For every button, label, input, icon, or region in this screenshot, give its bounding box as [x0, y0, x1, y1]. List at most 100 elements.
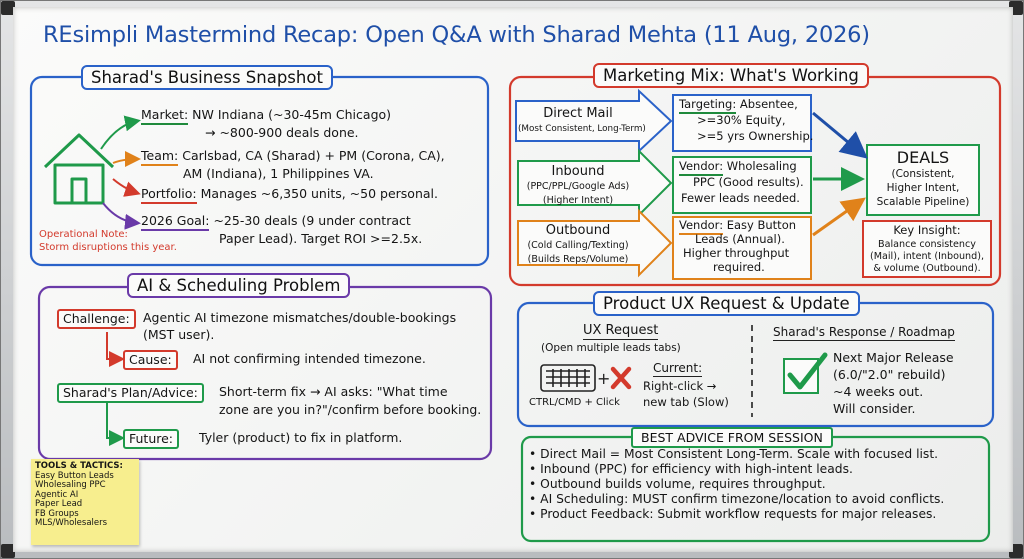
outbound-title: Outbound: [545, 223, 611, 238]
vendor2-value: Easy Button: [726, 218, 797, 232]
plan-value-2: zone are you in?"/confirm before booking…: [219, 402, 482, 417]
direct-mail-subtitle: (Most Consistent, Long-Term): [518, 124, 646, 134]
x-mark-icon: [610, 366, 632, 390]
vendor2-value-4: required.: [713, 260, 765, 274]
tools-item: Wholesaling PPC: [35, 480, 106, 491]
advice-item: • AI Scheduling: MUST confirm timezone/l…: [529, 492, 945, 506]
current-label: Current:: [653, 361, 703, 377]
advice-item: • Outbound builds volume, requires throu…: [529, 477, 826, 491]
current-value: Right-click →: [643, 379, 717, 393]
vendor1-line: Vendor: Wholesaling: [679, 159, 797, 176]
cause-label: Cause:: [123, 350, 178, 370]
market-line: Market: NW Indiana (~30-45m Chicago): [141, 107, 392, 125]
deals-title: DEALS: [896, 148, 950, 167]
challenge-value-2: (MST user).: [143, 327, 215, 342]
snapshot-heading: Sharad's Business Snapshot: [81, 65, 333, 90]
keyboard-caption: CTRL/CMD + Click: [529, 397, 620, 408]
tools-item: Paper Lead: [35, 499, 83, 510]
advice-item: • Inbound (PPC) for efficiency with high…: [529, 462, 853, 476]
advice-list: • Direct Mail = Most Consistent Long-Ter…: [529, 447, 944, 522]
cause-value: AI not confirming intended timezone.: [193, 351, 426, 366]
goal-key: 2026 Goal:: [141, 213, 210, 231]
deals-subtitle-2: Higher Intent,: [886, 182, 960, 194]
portfolio-line: Portfolio: Manages ~6,350 units, ~50 per…: [141, 186, 438, 204]
team-line: Team: Carlsbad, CA (Sharad) + PM (Corona…: [141, 148, 445, 166]
frame-corner: [1, 544, 15, 558]
direct-mail-title: Direct Mail: [543, 106, 613, 121]
deals-subtitle-3: Scalable Pipeline): [876, 196, 970, 208]
team-value: Carlsbad, CA (Sharad) + PM (Corona, CA),: [182, 148, 445, 163]
ux-heading: Product UX Request & Update: [593, 291, 860, 316]
plan-label: Sharad's Plan/Advice:: [57, 383, 204, 403]
tools-item: Agentic AI: [35, 489, 79, 500]
current-value-2: new tab (Slow): [643, 395, 729, 409]
operational-note-text: Storm disruptions this year.: [39, 242, 177, 253]
plan-value: Short-term fix → AI asks: "What time: [219, 384, 448, 399]
targeting-value-3: >=5 yrs Ownership.: [697, 129, 814, 143]
response-value-4: Will consider.: [833, 401, 916, 416]
portfolio-value: Manages ~6,350 units, ~50 personal.: [200, 186, 438, 201]
ai-heading: AI & Scheduling Problem: [127, 273, 351, 298]
future-label: Future:: [123, 429, 180, 449]
tools-item: MLS/Wholesalers: [35, 518, 108, 529]
vendor2-value-3: Higher throughput: [683, 246, 790, 260]
goal-line: 2026 Goal: ~25-30 deals (9 under contrac…: [141, 213, 411, 231]
frame-corner: [1, 1, 15, 15]
market-value-2: → ~800-900 deals done.: [205, 125, 359, 140]
response-value-2: (6.0/"2.0" rebuild): [833, 367, 946, 382]
tools-sticky-note: TOOLS & TACTICS: Easy Button Leads Whole…: [31, 459, 139, 545]
response-title: Sharad's Response / Roadmap: [773, 325, 955, 341]
ux-request-title: UX Request: [583, 323, 659, 340]
operational-note-label: Operational Note:: [39, 229, 128, 240]
keyboard-icon: [540, 364, 596, 392]
challenge-cause-connector: [106, 332, 125, 367]
insight-value-3: & volume (Outbound).: [873, 263, 981, 274]
targeting-deals-arrow: [812, 111, 868, 159]
team-key: Team:: [141, 148, 179, 166]
inbound-title: Inbound: [551, 164, 605, 179]
portfolio-arrow: [112, 178, 141, 197]
inbound-subtitle-2: (Higher Intent): [542, 195, 614, 206]
ux-request-subtitle: (Open multiple leads tabs): [541, 342, 681, 354]
inbound-subtitle: (PPC/PPL/Google Ads): [526, 181, 630, 192]
response-value: Next Major Release: [833, 350, 954, 365]
advice-item: • Direct Mail = Most Consistent Long-Ter…: [529, 447, 939, 461]
house-icon: [43, 133, 115, 205]
portfolio-key: Portfolio:: [141, 186, 197, 204]
team-value-2: AM (Indiana), 1 Philippines VA.: [183, 166, 374, 181]
vendor1-value-3: Fewer leads needed.: [681, 191, 800, 205]
deals-subtitle: (Consistent,: [891, 168, 955, 180]
goal-value-2: Paper Lead). Target ROI >=2.5x.: [219, 231, 423, 246]
challenge-value: Agentic AI timezone mismatches/double-bo…: [143, 310, 457, 325]
challenge-label: Challenge:: [57, 309, 136, 329]
outbound-subtitle-2: (Builds Reps/Volume): [527, 254, 629, 265]
team-arrow: [112, 151, 141, 168]
vendor2-line: Vendor: Easy Button: [679, 218, 797, 235]
future-value: Tyler (product) to fix in platform.: [199, 430, 403, 445]
vendor1-value-2: PPC (Good results).: [693, 175, 804, 189]
check-icon: [783, 352, 828, 394]
advice-heading: BEST ADVICE FROM SESSION: [631, 427, 833, 448]
market-value: NW Indiana (~30-45m Chicago): [192, 107, 392, 122]
plus-sign: +: [597, 369, 610, 388]
tools-heading: TOOLS & TACTICS:: [35, 461, 123, 471]
vendor1-key: Vendor:: [679, 159, 724, 176]
vendor2-value-2: Leads (Annual).: [695, 232, 785, 246]
tools-item: FB Groups: [35, 508, 79, 519]
outbound-subtitle: (Cold Calling/Texting): [527, 240, 629, 251]
advice-item: • Product Feedback: Submit workflow requ…: [529, 507, 937, 521]
targeting-value: Absentee,: [739, 97, 798, 111]
plan-future-connector: [106, 403, 125, 446]
vendor2-deals-arrow: [812, 197, 866, 237]
market-key: Market:: [141, 107, 189, 125]
market-arrow: [100, 115, 141, 150]
insight-value: Balance consistency: [878, 239, 976, 250]
targeting-line: Targeting: Absentee,: [679, 97, 798, 114]
board-title: REsimpli Mastermind Recap: Open Q&A with…: [43, 22, 870, 48]
response-value-3: ~4 weeks out.: [833, 384, 924, 399]
targeting-key: Targeting:: [679, 97, 737, 114]
vendor2-key: Vendor:: [679, 218, 724, 235]
goal-value: ~25-30 deals (9 under contract: [213, 213, 411, 228]
insight-title: Key Insight:: [893, 223, 961, 237]
